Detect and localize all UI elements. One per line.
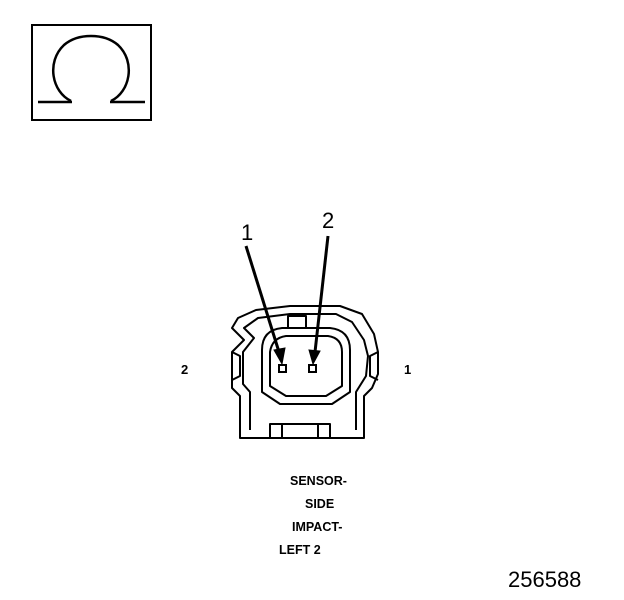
- side-label-right: 1: [404, 362, 412, 377]
- callout-2: 2: [322, 208, 335, 233]
- connector-outline: [231, 305, 379, 439]
- pin-1-terminal: [278, 364, 287, 373]
- callout-1: 1: [241, 220, 254, 245]
- caption-line-3: IMPACT-: [292, 520, 343, 534]
- figure-number: 256588: [508, 567, 582, 592]
- callout-leaders: [244, 235, 330, 366]
- ohm-symbol-box: [31, 24, 152, 121]
- ohm-icon: [38, 34, 145, 104]
- pin-2-terminal: [308, 364, 317, 373]
- caption-line-2: SIDE: [305, 497, 335, 511]
- caption-line-1: SENSOR-: [290, 474, 347, 488]
- caption-line-4: LEFT 2: [279, 543, 321, 557]
- side-label-left: 2: [181, 362, 189, 377]
